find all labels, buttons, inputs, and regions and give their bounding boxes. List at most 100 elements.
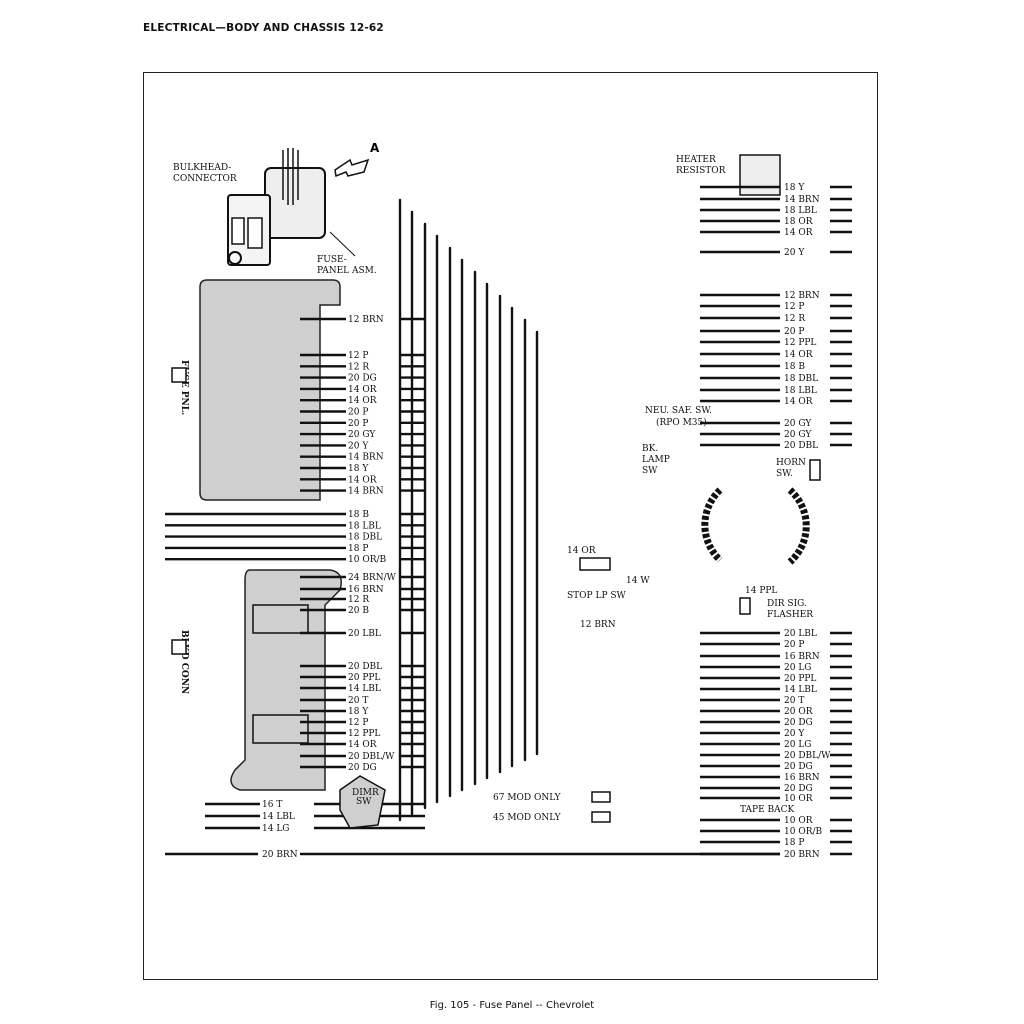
column-connector-right-icon [787, 487, 810, 565]
wire-label: 12 R [784, 314, 805, 324]
wire-label: 20 B [348, 606, 369, 616]
wire-label: 18 DBL [348, 533, 382, 543]
bk-lamp-sw-label-2: LAMP [642, 455, 670, 465]
center-wire-label: 12 BRN [580, 620, 616, 630]
wire-label: 18 Y [784, 183, 805, 193]
wire-label: 20 OR [784, 707, 813, 717]
heater-resistor-label-2: RESISTOR [676, 166, 726, 176]
wire-label: 20 DBL/W [348, 752, 395, 762]
wire-label: 20 T [348, 696, 368, 706]
wire-label: 20 T [784, 696, 804, 706]
svg-text:BLKD CONN: BLKD CONN [179, 630, 189, 694]
wire-label: 12 P [348, 718, 368, 728]
wire-label: 14 LBL [348, 684, 381, 694]
wire-label: 16 BRN [784, 773, 820, 783]
bk-lamp-sw-label: BK. [642, 444, 658, 454]
figure-caption: Fig. 105 - Fuse Panel -- Chevrolet [429, 1000, 595, 1011]
fuse-panel-view-label: FUSE PNL. [179, 360, 189, 415]
dimmer-sw-label-2: SW [356, 797, 372, 807]
flasher-icon [739, 597, 751, 615]
bulkhead-view-label: BLKD CONN [179, 630, 189, 694]
bk-lamp-sw-label-3: SW [642, 466, 658, 476]
wire-label: 20 Y [784, 729, 805, 739]
view-arrow-icon [334, 158, 370, 178]
column-connector-left-icon [701, 487, 723, 563]
wire-label: 20 P [784, 640, 804, 650]
page-header: ELECTRICAL—BODY AND CHASSIS 12-62 [143, 22, 384, 34]
stop-wire-in-label: 14 OR [567, 546, 596, 556]
wire-label: 20 DG [784, 718, 813, 728]
wire-label: 16 T [262, 800, 282, 810]
mod-67-label: 67 MOD ONLY [493, 793, 562, 803]
stop-wire-out-label: 14 W [626, 576, 650, 586]
wire-label: 14 OR [784, 350, 813, 360]
svg-text:FUSE PNL.: FUSE PNL. [179, 360, 189, 415]
wire-label: 14 BRN [348, 487, 384, 497]
wire-label: 20 DG [348, 374, 377, 384]
wire-label: 14 OR [348, 475, 377, 485]
wire-label: 14 BRN [784, 195, 820, 205]
wire-label: 14 LG [262, 824, 289, 834]
wire-label: 20 Y [784, 248, 805, 258]
wire-label: 14 OR [784, 228, 813, 238]
wire-label: 20 LBL [784, 629, 817, 639]
wire-label: 18 LBL [784, 386, 817, 396]
neu-saf-sw-label-2: (RPO M35) [656, 417, 707, 428]
wire-label: 20 DG [784, 762, 813, 772]
heater-resistor-icon [739, 154, 781, 196]
wire-label: 12 R [348, 595, 369, 605]
wire-label: 12 BRN [348, 315, 384, 325]
wire-label: 18 B [348, 510, 369, 520]
connector-67-icon [591, 791, 611, 803]
diagram-frame [143, 72, 878, 980]
wire-label: 20 PPL [784, 674, 816, 684]
flasher-wire-label: 14 PPL [745, 586, 777, 596]
wire-label: 20 BRN [262, 850, 298, 860]
wire-label: 20 DBL/W [784, 751, 831, 761]
horn-switch-icon [809, 459, 821, 481]
wire-label: 14 LBL [784, 685, 817, 695]
wire-label: 20 DBL [348, 662, 382, 672]
wire-label: 18 Y [348, 707, 369, 717]
neu-saf-sw-label: NEU. SAF. SW. [645, 406, 712, 416]
steering-column-connector [707, 477, 803, 573]
horn-sw-label-2: SW. [776, 469, 793, 479]
dimmer-switch-icon [339, 775, 386, 829]
wire-label: 20 Y [348, 441, 369, 451]
fuse-panel-asm-label: FUSE- [317, 255, 347, 265]
fuse-panel-asm-label-2: PANEL ASM. [317, 266, 377, 276]
wire-label: 12 P [784, 302, 804, 312]
wire-label: 18 LBL [348, 521, 381, 531]
wire-label: 20 DG [348, 763, 377, 773]
wire-label: 16 BRN [348, 585, 384, 595]
wire-label: 16 BRN [784, 652, 820, 662]
bulkhead-terminal-block-upper [252, 604, 309, 634]
wire-label: 18 LBL [784, 206, 817, 216]
wire-label: 18 P [784, 838, 804, 848]
bulkhead-connector-label-2: CONNECTOR [173, 174, 237, 184]
wire-label: 14 OR [348, 396, 377, 406]
dir-sig-flasher-label-2: FLASHER [767, 610, 813, 620]
wire-label: 20 LG [784, 663, 811, 673]
wire-label: 20 DBL [784, 441, 818, 451]
wire-label: 18 B [784, 362, 805, 372]
view-marker-label: A [370, 141, 380, 155]
wire-label: 10 OR [784, 816, 813, 826]
wire-label: 20 GY [784, 430, 812, 440]
wire-label: 14 BRN [348, 453, 384, 463]
wire-label: 10 OR/B [784, 827, 823, 837]
dimmer-sw-label: DIMR [352, 788, 379, 798]
wire-label: 20 LBL [348, 629, 381, 639]
wire-label: 14 OR [348, 740, 377, 750]
wire-label: 18 Y [348, 464, 369, 474]
wire-label: 20 P [348, 419, 368, 429]
wire-label: 20 GY [348, 430, 376, 440]
wire-label: 20 GY [784, 419, 812, 429]
stop-lamp-switch-icon [579, 557, 611, 571]
wire-label: 14 LBL [262, 812, 295, 822]
wire-label: 14 OR [348, 385, 377, 395]
heater-resistor-label: HEATER [676, 155, 716, 165]
view-a-box-icon [171, 639, 187, 655]
wire-label: 12 BRN [784, 291, 820, 301]
